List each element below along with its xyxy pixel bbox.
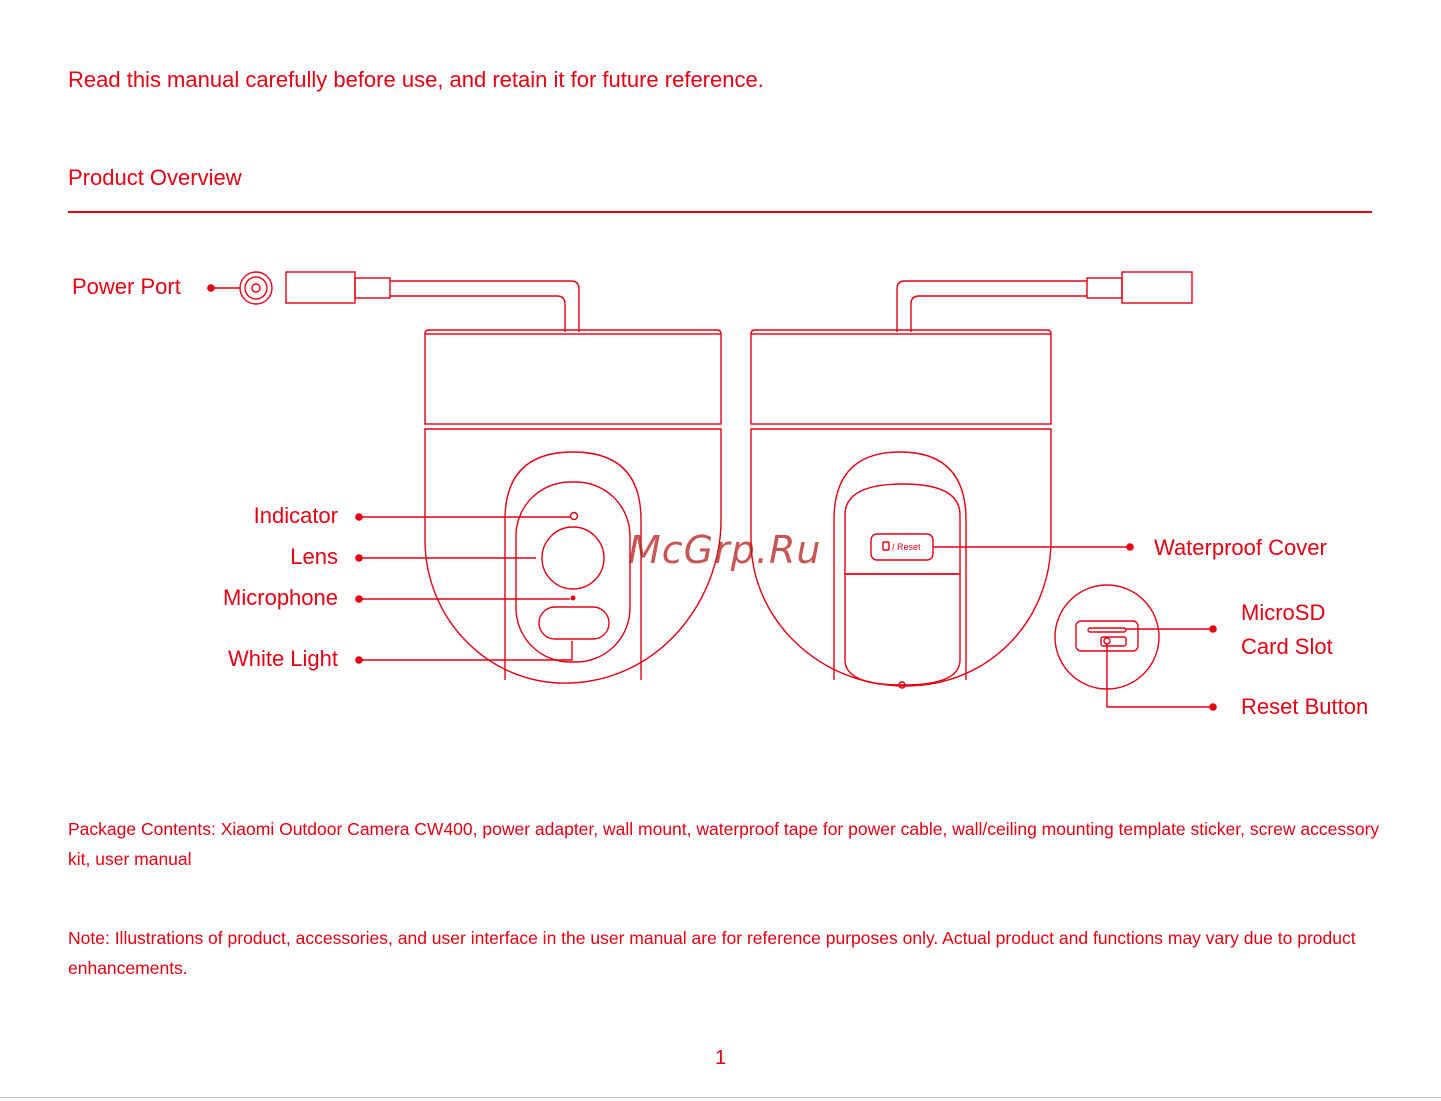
page-bottom-edge [0, 1097, 1441, 1098]
label-microsd-line2: Card Slot [1241, 634, 1333, 659]
camera-back-view: / Reset [750, 329, 1052, 689]
product-overview-diagram: / Reset [207, 271, 1217, 711]
power-cable-right [896, 271, 1193, 332]
label-waterproof-cover: Waterproof Cover [1154, 535, 1327, 560]
indicator-light [569, 511, 579, 521]
note-paragraph: Note: Illustrations of product, accessor… [68, 923, 1403, 983]
microphone-hole [570, 595, 576, 601]
power-port-icon [239, 271, 273, 305]
label-indicator: Indicator [253, 503, 338, 528]
section-divider [68, 211, 1372, 213]
reset-button-hole [1100, 636, 1127, 647]
label-microsd-line1: MicroSD [1241, 600, 1326, 625]
waterproof-cover [844, 483, 961, 575]
camera-front-view [424, 329, 722, 684]
label-reset-button: Reset Button [1241, 694, 1369, 719]
power-cable-left [285, 271, 580, 332]
watermark: McGrp.Ru [628, 528, 822, 572]
white-light [538, 606, 610, 640]
note-label: Note: [68, 928, 110, 948]
label-power-port: Power Port [72, 274, 181, 299]
note-text: Illustrations of product, accessories, a… [68, 928, 1356, 978]
page-number: 1 [714, 1047, 727, 1069]
label-white-light: White Light [227, 646, 338, 671]
section-title: Product Overview [68, 165, 242, 190]
intro-text: Read this manual carefully before use, a… [68, 67, 764, 92]
label-lens: Lens [290, 544, 338, 569]
camera-lens [541, 526, 605, 590]
package-contents: Package Contents: Xiaomi Outdoor Camera … [68, 819, 1380, 869]
reset-icon [882, 541, 890, 551]
leader-lines [207, 284, 1217, 711]
label-microphone: Microphone [223, 585, 338, 610]
cover-button-text: / Reset [892, 542, 921, 552]
microsd-slot [1087, 627, 1127, 633]
